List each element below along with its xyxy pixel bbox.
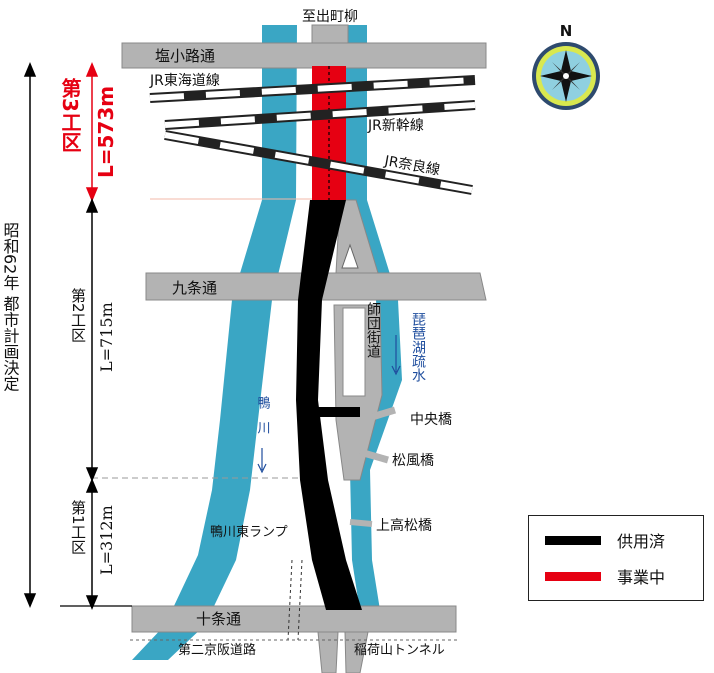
expressway-in-service: [296, 200, 362, 610]
legend-swatch-in-service: [545, 535, 601, 545]
shiokoji-road: [121, 42, 487, 69]
shofu-bashi-bridge: [359, 448, 389, 464]
kamitakamatsu-bashi-bridge: [349, 519, 373, 527]
biwako-flow-arrow: [391, 335, 401, 376]
label-kamogawa: 鴨川: [255, 396, 271, 446]
chuo-bashi-bridge: [360, 406, 397, 424]
kamogawa-flow-arrow: [257, 448, 267, 474]
dimension-section1: [85, 478, 99, 610]
label-jr-shinkansen: JR新幹線: [367, 117, 424, 134]
label-plan-decision: 昭和62年 都市計画決定: [1, 222, 20, 392]
dimension-section3: [85, 62, 99, 202]
label-jujo: 十条通: [196, 610, 241, 628]
lower-road-left: [317, 631, 339, 673]
svg-text:師団街道: 師団街道: [365, 302, 381, 359]
daini-keihan-dashed: [287, 559, 293, 641]
jr-tokaido-line: [149, 75, 476, 103]
jr-nara-line: [164, 130, 473, 195]
compass-north-label: N: [560, 22, 573, 40]
legend-label-in-service: 供用済: [617, 532, 666, 551]
label-kamogawa-higashi-ramp: 鴨川東ランプ: [210, 524, 288, 540]
label-shidan-kaido: 師団街道: [365, 302, 381, 359]
compass-icon: [532, 42, 600, 110]
label-section2-length: L=715m: [97, 302, 116, 372]
label-inariyama-tunnel: 稲荷山トンネル: [354, 643, 445, 658]
label-biwako-sosui: 琵琶湖疏水: [410, 312, 426, 382]
label-shiokoji: 塩小路通: [155, 47, 215, 65]
legend-swatch-in-progress: [545, 571, 601, 581]
label-section1-length: L=312m: [97, 505, 116, 575]
label-section1-name: 第1工区: [69, 499, 87, 555]
daini-keihan-dashed-2: [297, 559, 303, 641]
label-kamitakamatsu-bashi: 上高松橋: [376, 517, 432, 534]
label-section2-name: 第2工区: [69, 287, 87, 343]
shidan-kaido-inner: [342, 307, 366, 397]
dimension-section2: [85, 198, 99, 482]
label-kujo: 九条通: [172, 279, 217, 297]
legend-row-in-service: 供用済: [545, 528, 665, 552]
label-section3-name: 第3工区: [58, 77, 82, 152]
label-north-road: 至出町柳: [302, 8, 358, 25]
legend-row-in-progress: 事業中: [545, 564, 665, 588]
lower-road-right: [344, 631, 369, 673]
label-section3-length: L=573m: [94, 86, 118, 178]
label-shofu-bashi: 松風橋: [392, 453, 434, 469]
dimension-overall: [23, 62, 37, 608]
legend: 供用済 事業中: [528, 515, 704, 601]
jujo-road: [131, 605, 457, 633]
kujo-ramp-triangle: [341, 243, 359, 269]
label-jr-tokaido: JR東海道線: [149, 73, 220, 89]
jr-shinkansen-line: [164, 100, 476, 130]
label-daini-keihan: 第二京阪道路: [178, 642, 256, 658]
label-chuo-bashi: 中央橋: [410, 412, 452, 428]
legend-label-in-progress: 事業中: [617, 568, 666, 587]
